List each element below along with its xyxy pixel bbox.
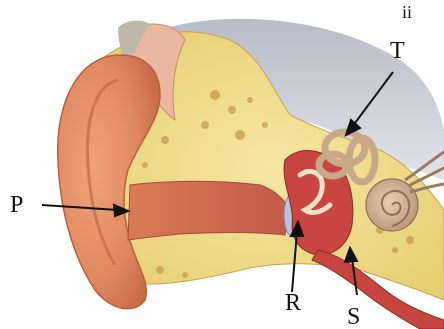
label-p: P <box>10 192 23 218</box>
corner-text: ii <box>402 2 412 22</box>
ear-canal <box>128 181 290 240</box>
label-t: T <box>390 38 405 64</box>
label-r: R <box>285 290 301 316</box>
label-s: S <box>347 304 360 329</box>
